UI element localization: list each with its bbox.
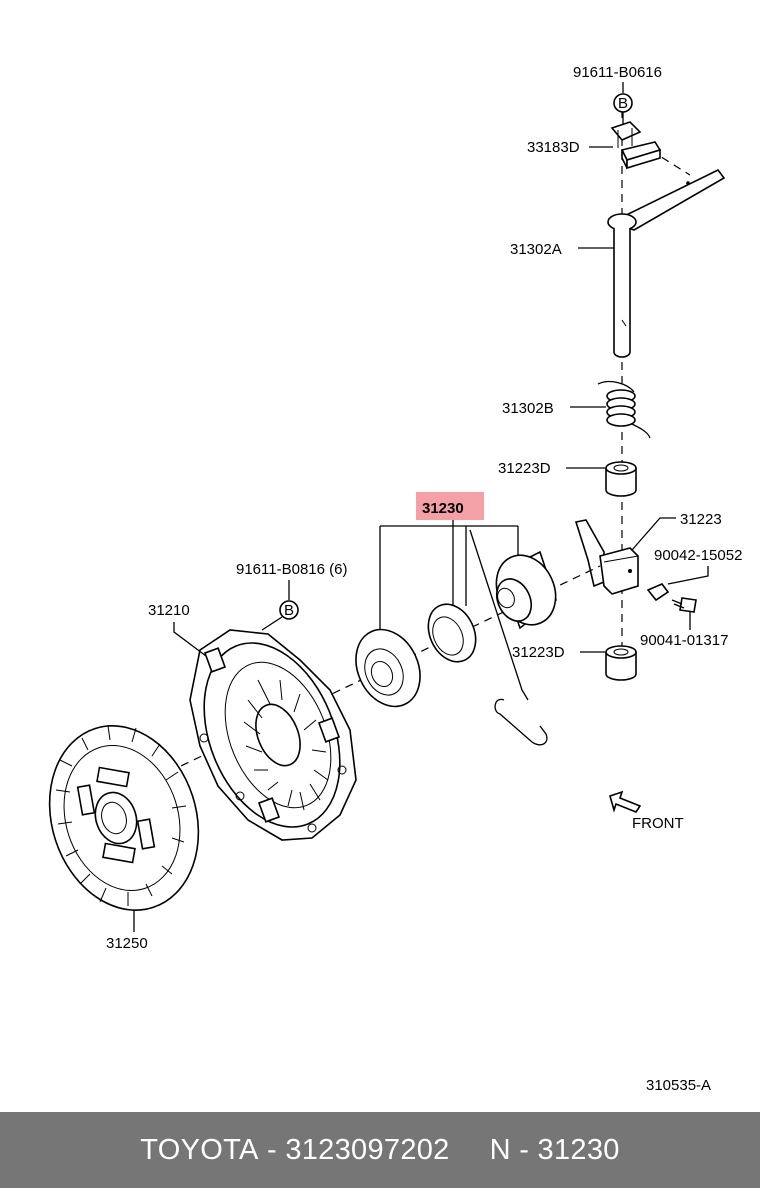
bushing-31223d-bottom [605, 645, 637, 681]
leader-31230-spring [469, 529, 529, 701]
footer-n-value: 31230 [537, 1133, 620, 1166]
fork-31223 [574, 519, 639, 595]
highlight-31230 [416, 492, 484, 520]
bushing-31223d-top [605, 461, 637, 497]
label-31223d-bottom: 31223D [512, 644, 565, 661]
callout-b-mid [279, 600, 299, 620]
label-33183d: 33183D [527, 139, 580, 156]
label-front: FRONT [632, 815, 684, 832]
footer-bar: TOYOTA - 3123097202 N - 31230 [0, 1112, 760, 1188]
leader-31210 [173, 622, 207, 657]
footer-part-number: 3123097202 [285, 1133, 450, 1166]
label-31302a: 31302A [510, 241, 562, 258]
label-31230: 31230 [422, 500, 464, 517]
footer-separator-2: - [510, 1133, 538, 1166]
front-arrow-icon [609, 790, 642, 813]
reference-code: 310535-A [646, 1077, 711, 1094]
label-90042-15052: 90042-15052 [654, 547, 742, 564]
label-90041-01317: 90041-01317 [640, 632, 728, 649]
footer-n-label: N [489, 1133, 511, 1166]
clutch-cover-31210 [189, 629, 357, 841]
clip-33183d [610, 121, 662, 170]
shaft-31302a [607, 168, 726, 358]
label-91611-b0816: 91611-B0816 (6) [236, 561, 347, 578]
label-31223d-top: 31223D [498, 460, 551, 477]
clutch-disc-31250 [48, 725, 200, 911]
footer-separator: - [258, 1133, 286, 1166]
callout-b-mid-text: B [284, 602, 294, 619]
bolt-90041-01317 [671, 597, 697, 613]
leader-b-mid [261, 616, 283, 631]
label-31250: 31250 [106, 935, 148, 952]
center-line-diagonal [117, 565, 601, 797]
release-bearing-hub [495, 550, 557, 630]
label-31210: 31210 [148, 602, 190, 619]
label-31223: 31223 [680, 511, 722, 528]
parts-diagram: 91611-B0616 B 33183D 31302A 31302B 31 [48, 64, 742, 1094]
collar-ring [427, 603, 477, 663]
leader-31223 [631, 517, 676, 551]
leader-31230 [379, 520, 519, 630]
label-91611-b0616: 91611-B0616 [573, 64, 662, 81]
label-31302b: 31302B [502, 400, 554, 417]
callout-b-top-text: B [618, 95, 628, 112]
leader-90042-15052 [667, 566, 709, 585]
release-bearing [355, 628, 421, 708]
footer-brand: TOYOTA [140, 1133, 259, 1166]
clip-90042-15052 [646, 583, 670, 602]
spring-31302b [597, 380, 651, 439]
hub-clip [494, 698, 548, 746]
